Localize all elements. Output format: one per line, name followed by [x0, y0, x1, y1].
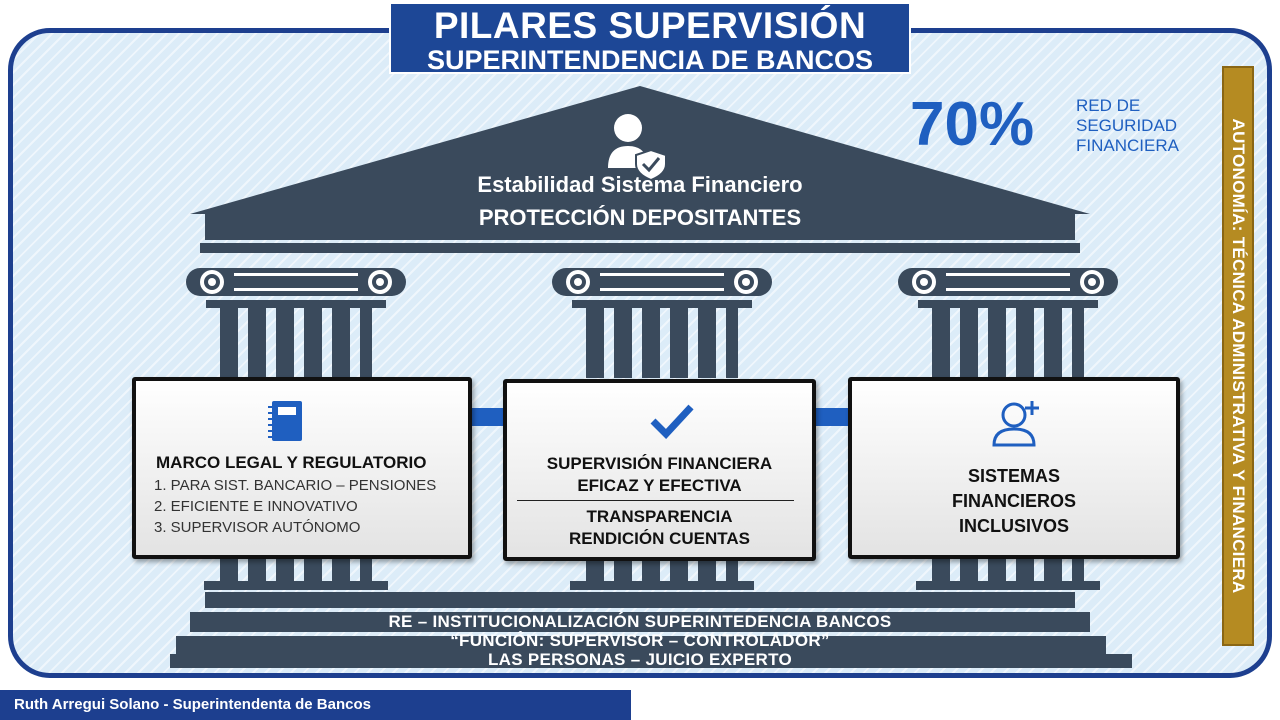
temple-step-1 [205, 592, 1075, 608]
base-line-3: LAS PERSONAS – JUICIO EXPERTO [487, 650, 793, 669]
pillar-box-supervision: SUPERVISIÓN FINANCIERA EFICAZ Y EFECTIVA… [503, 379, 816, 561]
pillar-heading: SISTEMAS FINANCIEROS INCLUSIVOS [852, 464, 1176, 539]
temple-entablature [205, 214, 1075, 240]
list-item: 2. EFICIENTE E INNOVATIVO [154, 498, 358, 515]
list-item: 1. PARA SIST. BANCARIO – PENSIONES [154, 477, 437, 494]
add-user-icon [992, 401, 1039, 447]
divider [517, 500, 794, 501]
pillar-line-1: SUPERVISIÓN FINANCIERA [546, 454, 773, 473]
pillar-heading: MARCO LEGAL Y REGULATORIO [156, 453, 427, 472]
pillar-line-3: INCLUSIVOS [958, 516, 1069, 536]
temple-step-2 [190, 612, 1090, 632]
checkmark-icon [650, 404, 694, 439]
page-title: PILARES SUPERVISIÓN SUPERINTENDENCIA DE … [389, 2, 911, 74]
list-item: 3. SUPERVISOR AUTÓNOMO [154, 519, 361, 536]
pillar-box-legal: MARCO LEGAL Y REGULATORIO 1. PARA SIST. … [132, 377, 472, 559]
pillar-line-4: RENDICIÓN CUENTAS [568, 529, 751, 548]
roof-title: Estabilidad Sistema Financiero [477, 172, 803, 197]
stat-callout: 70% RED DE SEGURIDAD FINANCIERA [910, 92, 1200, 162]
temple-step-3 [176, 636, 1106, 654]
pillar-line-1: SISTEMAS [967, 466, 1060, 486]
stat-label-line-1: RED DE [1076, 96, 1141, 115]
title-line-1: PILARES SUPERVISIÓN [433, 5, 867, 46]
base-line-1: RE – INSTITUCIONALIZACIÓN SUPERINTEDENCI… [388, 612, 892, 631]
side-banner-text: AUTONOMÍA: TÉCNICA ADMINISTRATIVA Y FINA… [1229, 118, 1248, 594]
roof-subtitle: PROTECCIÓN DEPOSITANTES [478, 205, 802, 230]
pillar-list: 1. PARA SIST. BANCARIO – PENSIONES 2. EF… [154, 475, 436, 538]
base-line-2: “FUNCIÓN: SUPERVISOR – CONTROLADOR” [450, 631, 830, 650]
pillar-line-3: TRANSPARENCIA [586, 507, 733, 526]
stat-label-line-3: FINANCIERA [1076, 136, 1179, 155]
notebook-icon [268, 401, 302, 441]
stat-label-line-2: SEGURIDAD [1076, 116, 1178, 135]
temple-step-4 [170, 654, 1132, 668]
footer-author: Ruth Arregui Solano - Superintendenta de… [0, 690, 631, 720]
side-banner: AUTONOMÍA: TÉCNICA ADMINISTRATIVA Y FINA… [1222, 66, 1254, 646]
pillar-subheading: TRANSPARENCIA RENDICIÓN CUENTAS [507, 506, 812, 550]
pillar-box-inclusion: SISTEMAS FINANCIEROS INCLUSIVOS [848, 377, 1180, 559]
pillar-line-2: FINANCIEROS [951, 491, 1076, 511]
stat-value: 70% [910, 90, 1035, 159]
pillar-line-2: EFICAZ Y EFECTIVA [577, 476, 742, 495]
person-shield-icon [608, 114, 667, 182]
title-line-2: SUPERINTENDENCIA DE BANCOS [426, 45, 874, 75]
pillar-heading: SUPERVISIÓN FINANCIERA EFICAZ Y EFECTIVA [507, 453, 812, 497]
stat-label: RED DE SEGURIDAD FINANCIERA [1076, 96, 1179, 156]
